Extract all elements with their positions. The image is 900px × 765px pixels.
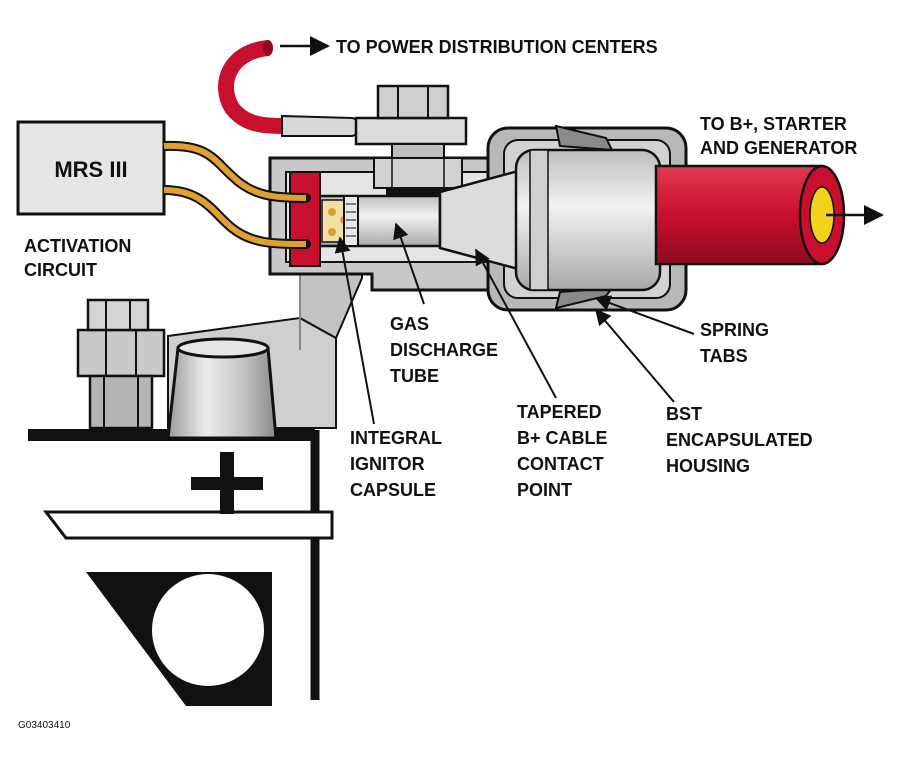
figure-id: G03403410 bbox=[18, 720, 71, 731]
activation-circuit-label: ACTIVATION CIRCUIT bbox=[24, 236, 136, 280]
leader-lines bbox=[334, 222, 695, 425]
top-stud bbox=[354, 84, 468, 198]
bst-housing-label: BST ENCAPSULATED HOUSING bbox=[666, 404, 818, 476]
mrs-label: MRS III bbox=[54, 157, 127, 182]
positive-symbol-icon bbox=[191, 452, 263, 514]
power-distribution-label: TO POWER DISTRIBUTION CENTERS bbox=[336, 37, 658, 57]
mrs-module: MRS III bbox=[16, 120, 166, 216]
tapered-contact-label: TAPERED B+ CABLE CONTACT POINT bbox=[517, 402, 613, 500]
battery bbox=[28, 429, 334, 706]
spring-tabs bbox=[554, 124, 615, 310]
activation-wires bbox=[163, 140, 307, 249]
ignitor-capsule-label: INTEGRAL IGNITOR CAPSULE bbox=[350, 428, 447, 500]
bplus-cable bbox=[654, 164, 846, 266]
spring-tabs-label: SPRING TABS bbox=[700, 320, 774, 366]
activation-connector bbox=[289, 171, 321, 267]
battery-post bbox=[166, 337, 278, 440]
gas-discharge-tube-label: GAS DISCHARGE TUBE bbox=[390, 314, 503, 386]
to-bplus-label: TO B+, STARTER AND GENERATOR bbox=[700, 114, 857, 158]
clamp-bolt bbox=[76, 298, 166, 430]
tapered-contact bbox=[438, 148, 662, 292]
